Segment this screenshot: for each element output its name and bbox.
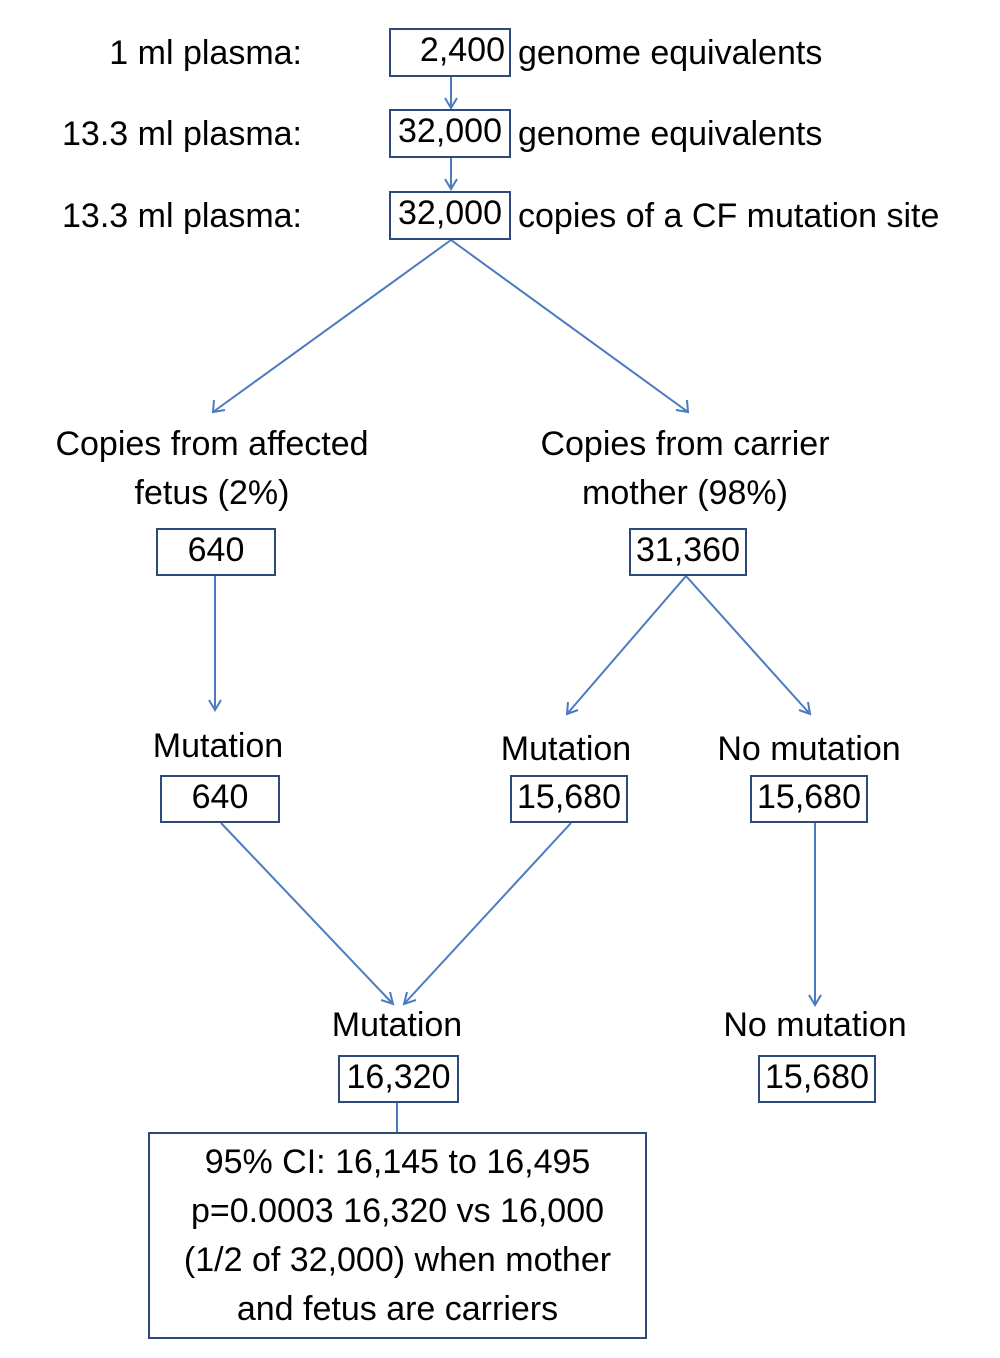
row2-value-box: 32,000: [389, 109, 511, 158]
total-no-mutation-value-box: 15,680: [758, 1055, 876, 1103]
stats-line4: and fetus are carriers: [236, 1290, 559, 1328]
row3-value-box: 32,000: [389, 191, 511, 240]
mother-mutation-label: Mutation: [500, 730, 632, 768]
stats-line1: 95% CI: 16,145 to 16,495: [204, 1143, 591, 1181]
stats-line3: (1/2 of 32,000) when mother: [183, 1241, 612, 1279]
mother-no-mutation-label: No mutation: [717, 730, 901, 768]
row1-label: 1 ml plasma:: [109, 34, 302, 72]
arrowhead: [675, 399, 690, 414]
row2-suffix: genome equivalents: [518, 115, 823, 153]
total-mutation-value-box: 16,320: [338, 1055, 459, 1103]
arrowhead: [444, 97, 458, 110]
arrow-mother-to-mutation: [566, 575, 687, 715]
fetus-value-box: 640: [156, 528, 276, 576]
total-mutation-label: Mutation: [331, 1006, 463, 1044]
arrowhead: [211, 399, 226, 414]
mother-label-line1: Copies from carrier: [540, 425, 830, 463]
stats-line2: p=0.0003 16,320 vs 16,000: [190, 1192, 605, 1230]
arrow-to-mother: [450, 239, 689, 413]
arrow-mother-to-no-mutation: [685, 575, 811, 715]
fetus-label-line1: Copies from affected: [55, 425, 369, 463]
statistics-box: 95% CI: 16,145 to 16,495 p=0.0003 16,320…: [148, 1132, 647, 1339]
arrow-mother-mutation-to-total: [403, 822, 572, 1005]
row3-suffix: copies of a CF mutation site: [518, 197, 940, 235]
row1-value-box: 2,400: [389, 28, 511, 77]
mother-label-line2: mother (98%): [582, 474, 788, 512]
mother-mutation-value-box: 15,680: [510, 775, 628, 823]
arrowhead: [808, 994, 822, 1007]
mother-no-mutation-value-box: 15,680: [750, 775, 868, 823]
arrow-fetus-mutation-to-total: [220, 822, 394, 1005]
fetus-label-line2: fetus (2%): [134, 474, 290, 512]
mother-value-box: 31,360: [629, 528, 747, 576]
row2-label: 13.3 ml plasma:: [62, 115, 302, 153]
arrowhead: [402, 991, 417, 1006]
arrowhead: [380, 991, 395, 1006]
total-no-mutation-label: No mutation: [723, 1006, 907, 1044]
fetus-mutation-label: Mutation: [152, 727, 284, 765]
arrowhead: [208, 699, 222, 712]
arrowhead: [798, 701, 812, 716]
row3-label: 13.3 ml plasma:: [62, 197, 302, 235]
arrowhead: [444, 178, 458, 191]
arrowhead: [565, 701, 579, 716]
fetus-mutation-value-box: 640: [160, 775, 280, 823]
arrow-to-fetus: [212, 239, 452, 413]
row1-suffix: genome equivalents: [518, 34, 823, 72]
